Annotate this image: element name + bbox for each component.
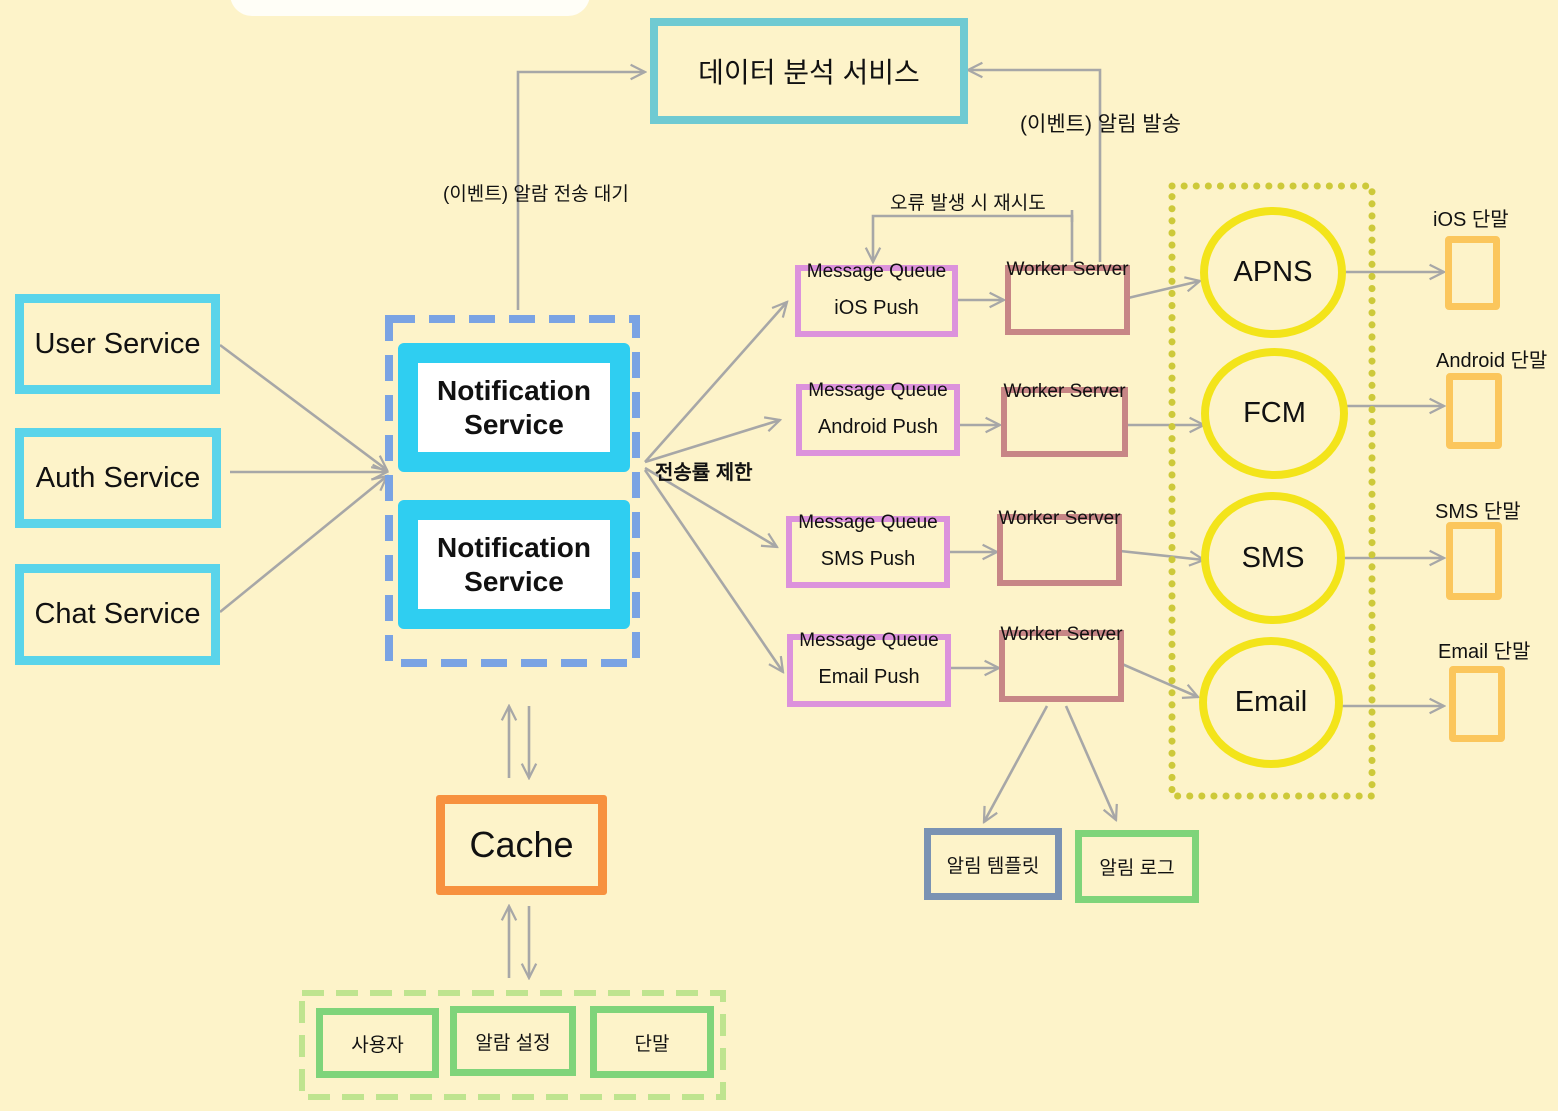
email-queue-sub: Email Push: [818, 666, 920, 688]
user-service-box[interactable]: User Service: [15, 294, 220, 394]
db-settings-box[interactable]: 알람 설정: [450, 1006, 576, 1076]
arrow-user-to-notification: [219, 343, 387, 470]
auth-service-box[interactable]: Auth Service: [15, 428, 221, 528]
android-queue-title: Message Queue: [808, 380, 948, 401]
email-worker-box[interactable]: Worker Server: [999, 624, 1124, 702]
apns-label: APNS: [1233, 256, 1313, 288]
rate-limit-label: 전송률 제한: [655, 462, 753, 484]
email-queue-box[interactable]: Message Queue Email Push: [787, 630, 951, 707]
sms-device-label: SMS 단말: [1435, 501, 1521, 523]
sms-queue-sub: SMS Push: [820, 548, 916, 570]
db-users-box[interactable]: 사용자: [316, 1008, 439, 1078]
fcm-label: FCM: [1243, 397, 1306, 429]
android-worker-label: Worker Server: [1003, 381, 1126, 402]
email-device-icon: [1449, 666, 1505, 742]
arrow-worker-to-log: [1064, 705, 1116, 820]
android-queue-sub: Android Push: [817, 416, 939, 438]
android-device-icon: [1446, 373, 1502, 449]
sms-device-icon: [1446, 522, 1502, 600]
sms-queue-title: Message Queue: [798, 512, 938, 533]
decorative-panel: [230, 0, 590, 16]
notification-service-2-line1: Notification: [437, 531, 591, 563]
arrow-notification-to-analytics: [516, 72, 645, 310]
db-settings-label: 알람 설정: [475, 1032, 551, 1054]
user-service-label: User Service: [34, 327, 201, 360]
db-devices-label: 단말: [634, 1033, 670, 1055]
ios-queue-box[interactable]: Message Queue iOS Push: [795, 261, 958, 337]
notification-service-box-2[interactable]: Notification Service: [398, 500, 630, 629]
notification-service-1-line1: Notification: [437, 374, 591, 406]
template-storage-box[interactable]: 알림 템플릿: [924, 828, 1062, 900]
email-worker-label: Worker Server: [1000, 624, 1123, 645]
template-storage-label: 알림 템플릿: [946, 855, 1040, 877]
analytics-service-label: 데이터 분석 서비스: [698, 57, 920, 88]
ios-device-icon: [1445, 236, 1500, 310]
arrow-notification-to-sms-queue: [644, 466, 777, 547]
provider-group-outline: [1168, 182, 1376, 800]
chat-service-box[interactable]: Chat Service: [15, 564, 220, 665]
arrow-notification-to-email-queue: [643, 469, 783, 672]
arrow-worker-to-analytics: [968, 70, 1102, 262]
email-device-label: Email 단말: [1438, 641, 1531, 663]
wait-event-label: (이벤트) 알람 전송 대기: [443, 184, 629, 205]
sent-event-label: (이벤트) 알림 발송: [1020, 113, 1181, 136]
ios-device-label: iOS 단말: [1433, 209, 1509, 231]
email-label: Email: [1234, 686, 1308, 718]
email-provider[interactable]: Email: [1199, 637, 1343, 768]
auth-service-label: Auth Service: [35, 461, 201, 494]
notification-service-box-1[interactable]: Notification Service: [398, 343, 630, 472]
cache-label: Cache: [469, 824, 574, 865]
chat-service-label: Chat Service: [34, 598, 201, 630]
notification-service-1-line2: Service: [464, 408, 564, 440]
retry-label: 오류 발생 시 재시도: [890, 193, 1046, 214]
arrow-chat-to-notification: [219, 476, 387, 614]
arrow-worker-to-template: [984, 705, 1049, 822]
arrow-notification-to-ios-queue: [644, 302, 787, 463]
db-users-label: 사용자: [351, 1034, 404, 1056]
arrow-notification-to-android-queue: [644, 420, 780, 464]
sms-worker-box[interactable]: Worker Server: [997, 508, 1122, 586]
db-group-outline: [299, 990, 726, 1100]
ios-queue-sub: iOS Push: [834, 297, 919, 319]
fcm-provider[interactable]: FCM: [1201, 348, 1348, 479]
ios-worker-label: Worker Server: [1006, 259, 1129, 280]
log-storage-label: 알림 로그: [1099, 858, 1175, 879]
arrow-worker-to-sms: [1119, 549, 1204, 560]
sms-worker-label: Worker Server: [998, 508, 1121, 529]
email-queue-title: Message Queue: [799, 630, 939, 651]
ios-worker-box[interactable]: Worker Server: [1005, 259, 1130, 335]
apns-provider[interactable]: APNS: [1200, 207, 1346, 338]
analytics-service-box[interactable]: 데이터 분석 서비스: [650, 18, 968, 124]
db-devices-box[interactable]: 단말: [590, 1006, 714, 1078]
android-worker-box[interactable]: Worker Server: [1001, 381, 1128, 457]
log-storage-box[interactable]: 알림 로그: [1075, 830, 1199, 903]
arrow-worker-to-apns: [1127, 281, 1200, 300]
notification-group-outline: [385, 315, 640, 667]
sms-label: SMS: [1241, 541, 1305, 574]
android-queue-box[interactable]: Message Queue Android Push: [796, 380, 960, 456]
notification-service-2-line2: Service: [464, 565, 564, 597]
ios-queue-title: Message Queue: [806, 261, 947, 282]
sms-queue-box[interactable]: Message Queue SMS Push: [786, 512, 950, 588]
arrow-worker-to-email: [1121, 662, 1198, 697]
android-device-label: Android 단말: [1436, 350, 1548, 372]
arrow-retry-loop: [873, 214, 1074, 262]
cache-box[interactable]: Cache: [436, 795, 607, 895]
sms-provider[interactable]: SMS: [1201, 492, 1345, 624]
